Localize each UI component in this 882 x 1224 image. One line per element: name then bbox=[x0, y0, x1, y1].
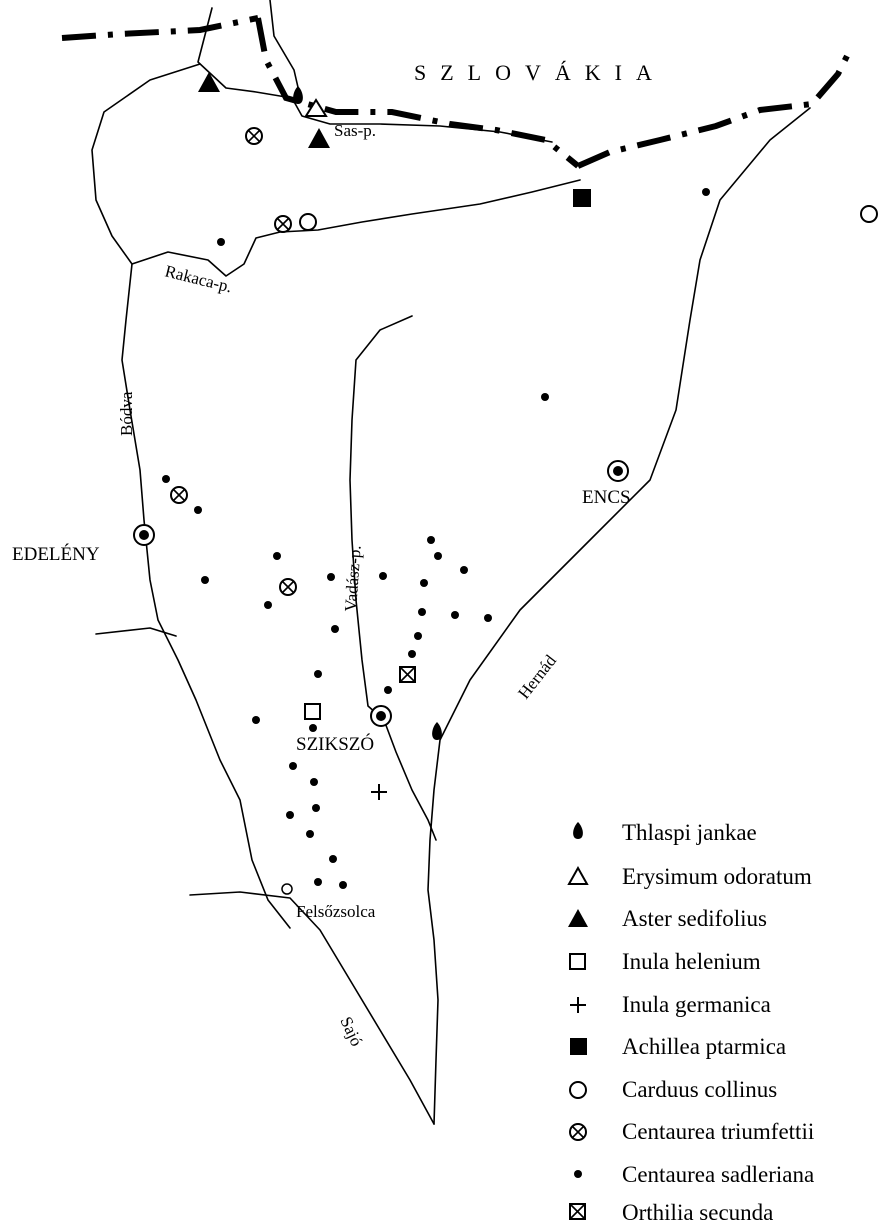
legend-label: Inula helenium bbox=[622, 949, 761, 974]
legend-label: Centaurea sadleriana bbox=[622, 1162, 814, 1187]
town-felsozsolca: Felsőzsolca bbox=[281, 883, 376, 921]
centaurea-triumfettii-marker bbox=[274, 215, 292, 233]
river-label-rakaca: Rakaca-p. bbox=[163, 261, 234, 296]
town-label-felsozsolca: Felsőzsolca bbox=[296, 902, 376, 921]
upper-left-stream bbox=[91, 63, 201, 265]
carduus-marker bbox=[299, 213, 317, 231]
aster-marker bbox=[198, 72, 220, 92]
sajo-river bbox=[189, 891, 435, 1125]
achillea-marker bbox=[573, 189, 591, 207]
carduus-icon bbox=[569, 1081, 587, 1099]
river-label-sajo: Sajó bbox=[336, 1014, 366, 1049]
centaurea-sadleriana-marker bbox=[384, 686, 392, 694]
centaurea-sadleriana-marker bbox=[310, 778, 318, 786]
river-label-vadasz: Vadász-p. bbox=[341, 545, 365, 613]
centaurea-sadleriana-marker bbox=[162, 475, 170, 483]
centaurea-sadleriana-marker bbox=[264, 601, 272, 609]
inula-helenium-icon bbox=[569, 953, 586, 970]
town-szikszo: SZIKSZÓ bbox=[296, 705, 392, 755]
thlaspi-marker bbox=[293, 86, 303, 104]
aster-marker bbox=[308, 128, 330, 148]
inula-germanica-marker bbox=[371, 784, 387, 800]
centaurea-sadleriana-marker bbox=[273, 552, 281, 560]
centaurea-sadleriana-marker bbox=[194, 506, 202, 514]
hernad-river bbox=[427, 107, 811, 1125]
north-creek bbox=[269, 0, 301, 97]
legend-label: Centaurea triumfettii bbox=[622, 1119, 814, 1144]
legend-label: Aster sedifolius bbox=[622, 906, 767, 931]
centaurea-sadleriana-markers bbox=[162, 188, 710, 889]
carduus-marker bbox=[860, 205, 878, 223]
town-label-encs: ENCS bbox=[582, 487, 631, 508]
erysimum-marker bbox=[304, 98, 328, 117]
rakaca-stream bbox=[131, 179, 581, 277]
centaurea-sadleriana-marker bbox=[541, 393, 549, 401]
west-tributary bbox=[95, 627, 177, 637]
river-label-sas: Sas-p. bbox=[334, 121, 376, 140]
centaurea-sadleriana-marker bbox=[484, 614, 492, 622]
town-encs: ENCS bbox=[582, 460, 631, 508]
centaurea-sadleriana-marker bbox=[408, 650, 416, 658]
centaurea-sadleriana-marker bbox=[314, 878, 322, 886]
centaurea-sadleriana-marker bbox=[217, 238, 225, 246]
aster-icon bbox=[568, 909, 588, 927]
river-network bbox=[91, 0, 811, 1125]
centaurea-sadleriana-marker bbox=[339, 881, 347, 889]
bodva-river bbox=[121, 263, 291, 929]
centaurea-sadleriana-marker bbox=[312, 804, 320, 812]
state-border bbox=[61, 15, 855, 169]
inula-germanica-icon bbox=[570, 997, 586, 1013]
centaurea-sadleriana-marker bbox=[286, 811, 294, 819]
centaurea-sadleriana-marker bbox=[327, 573, 335, 581]
centaurea-triumfettii-marker bbox=[279, 578, 297, 596]
centaurea-sadleriana-marker bbox=[427, 536, 435, 544]
legend-label: Thlaspi jankae bbox=[622, 820, 757, 845]
inula-helenium-marker bbox=[304, 703, 321, 720]
centaurea-triumfettii-marker bbox=[245, 127, 263, 145]
centaurea-sadleriana-marker bbox=[379, 572, 387, 580]
vadasz-stream bbox=[349, 315, 437, 841]
thlaspi-marker bbox=[432, 722, 442, 740]
achillea-icon bbox=[570, 1038, 587, 1055]
town-edeleny: EDELÉNY bbox=[12, 524, 155, 565]
centaurea-sadleriana-marker bbox=[329, 855, 337, 863]
centaurea-sadleriana-marker bbox=[314, 670, 322, 678]
river-label-bodva: Bódva bbox=[117, 391, 136, 436]
centaurea-sadleriana-marker bbox=[252, 716, 260, 724]
centaurea-sadleriana-marker bbox=[331, 625, 339, 633]
country-label: SZLOVÁKIA bbox=[414, 60, 666, 85]
centaurea-sadleriana-marker bbox=[451, 611, 459, 619]
legend-label: Inula germanica bbox=[622, 992, 771, 1017]
erysimum-icon bbox=[567, 865, 589, 885]
legend-label: Carduus collinus bbox=[622, 1077, 777, 1102]
centaurea-sadleriana-marker bbox=[460, 566, 468, 574]
legend-label: Orthilia secunda bbox=[622, 1200, 773, 1224]
orthilia-icon bbox=[569, 1203, 586, 1220]
centaurea-sadleriana-marker bbox=[309, 724, 317, 732]
river-label-hernad: Hernád bbox=[514, 651, 560, 703]
centaurea-sadleriana-marker bbox=[420, 579, 428, 587]
legend: Thlaspi jankae Erysimum odoratum Aster s… bbox=[567, 820, 814, 1224]
town-label-szikszo: SZIKSZÓ bbox=[296, 733, 374, 755]
centaurea-sadleriana-marker bbox=[418, 608, 426, 616]
centaurea-sadleriana-marker bbox=[201, 576, 209, 584]
orthilia-marker bbox=[399, 666, 416, 683]
centaurea-triumfettii-icon bbox=[569, 1123, 587, 1141]
legend-label: Erysimum odoratum bbox=[622, 864, 812, 889]
sas-stream bbox=[197, 7, 553, 143]
centaurea-sadleriana-marker bbox=[289, 762, 297, 770]
centaurea-sadleriana-marker bbox=[306, 830, 314, 838]
species-records bbox=[162, 72, 878, 889]
centaurea-sadleriana-marker bbox=[414, 632, 422, 640]
centaurea-sadleriana-icon bbox=[574, 1170, 582, 1178]
centaurea-triumfettii-marker bbox=[170, 486, 188, 504]
centaurea-sadleriana-marker bbox=[434, 552, 442, 560]
centaurea-sadleriana-marker bbox=[702, 188, 710, 196]
town-label-edeleny: EDELÉNY bbox=[12, 543, 100, 565]
thlaspi-icon bbox=[573, 822, 583, 839]
legend-label: Achillea ptarmica bbox=[622, 1034, 786, 1059]
